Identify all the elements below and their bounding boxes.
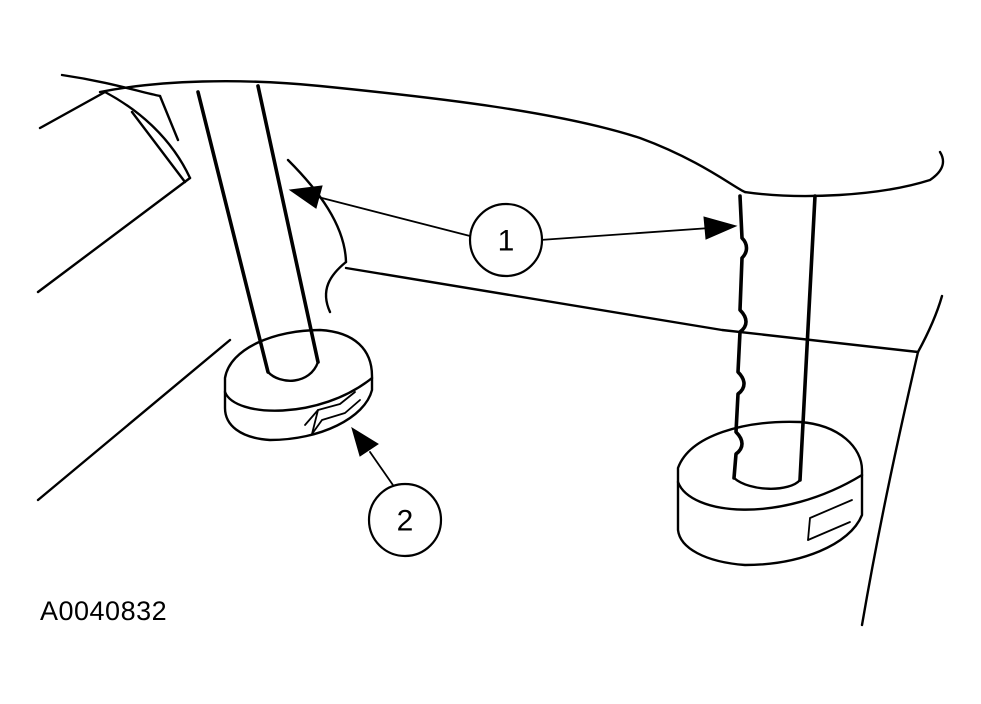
callout-1: 1 <box>468 202 544 278</box>
seat-back-outline <box>36 73 944 627</box>
callout-2-leader <box>351 426 396 489</box>
figure-reference-id: A0040832 <box>40 596 168 626</box>
right-headrest-post <box>732 194 817 490</box>
callout-2-number: 2 <box>397 505 414 538</box>
right-guide-sleeve <box>676 420 864 567</box>
callout-1-leaders <box>288 185 738 241</box>
left-headrest-post <box>196 84 320 382</box>
arrowhead-guide-sleeve <box>351 426 379 457</box>
callout-2: 2 <box>367 482 443 558</box>
arrowhead-right-post <box>703 216 738 240</box>
arrowhead-left-post <box>288 185 323 209</box>
left-guide-sleeve <box>223 328 374 442</box>
callout-1-number: 1 <box>498 225 515 258</box>
head-restraint-cushion <box>98 80 945 198</box>
